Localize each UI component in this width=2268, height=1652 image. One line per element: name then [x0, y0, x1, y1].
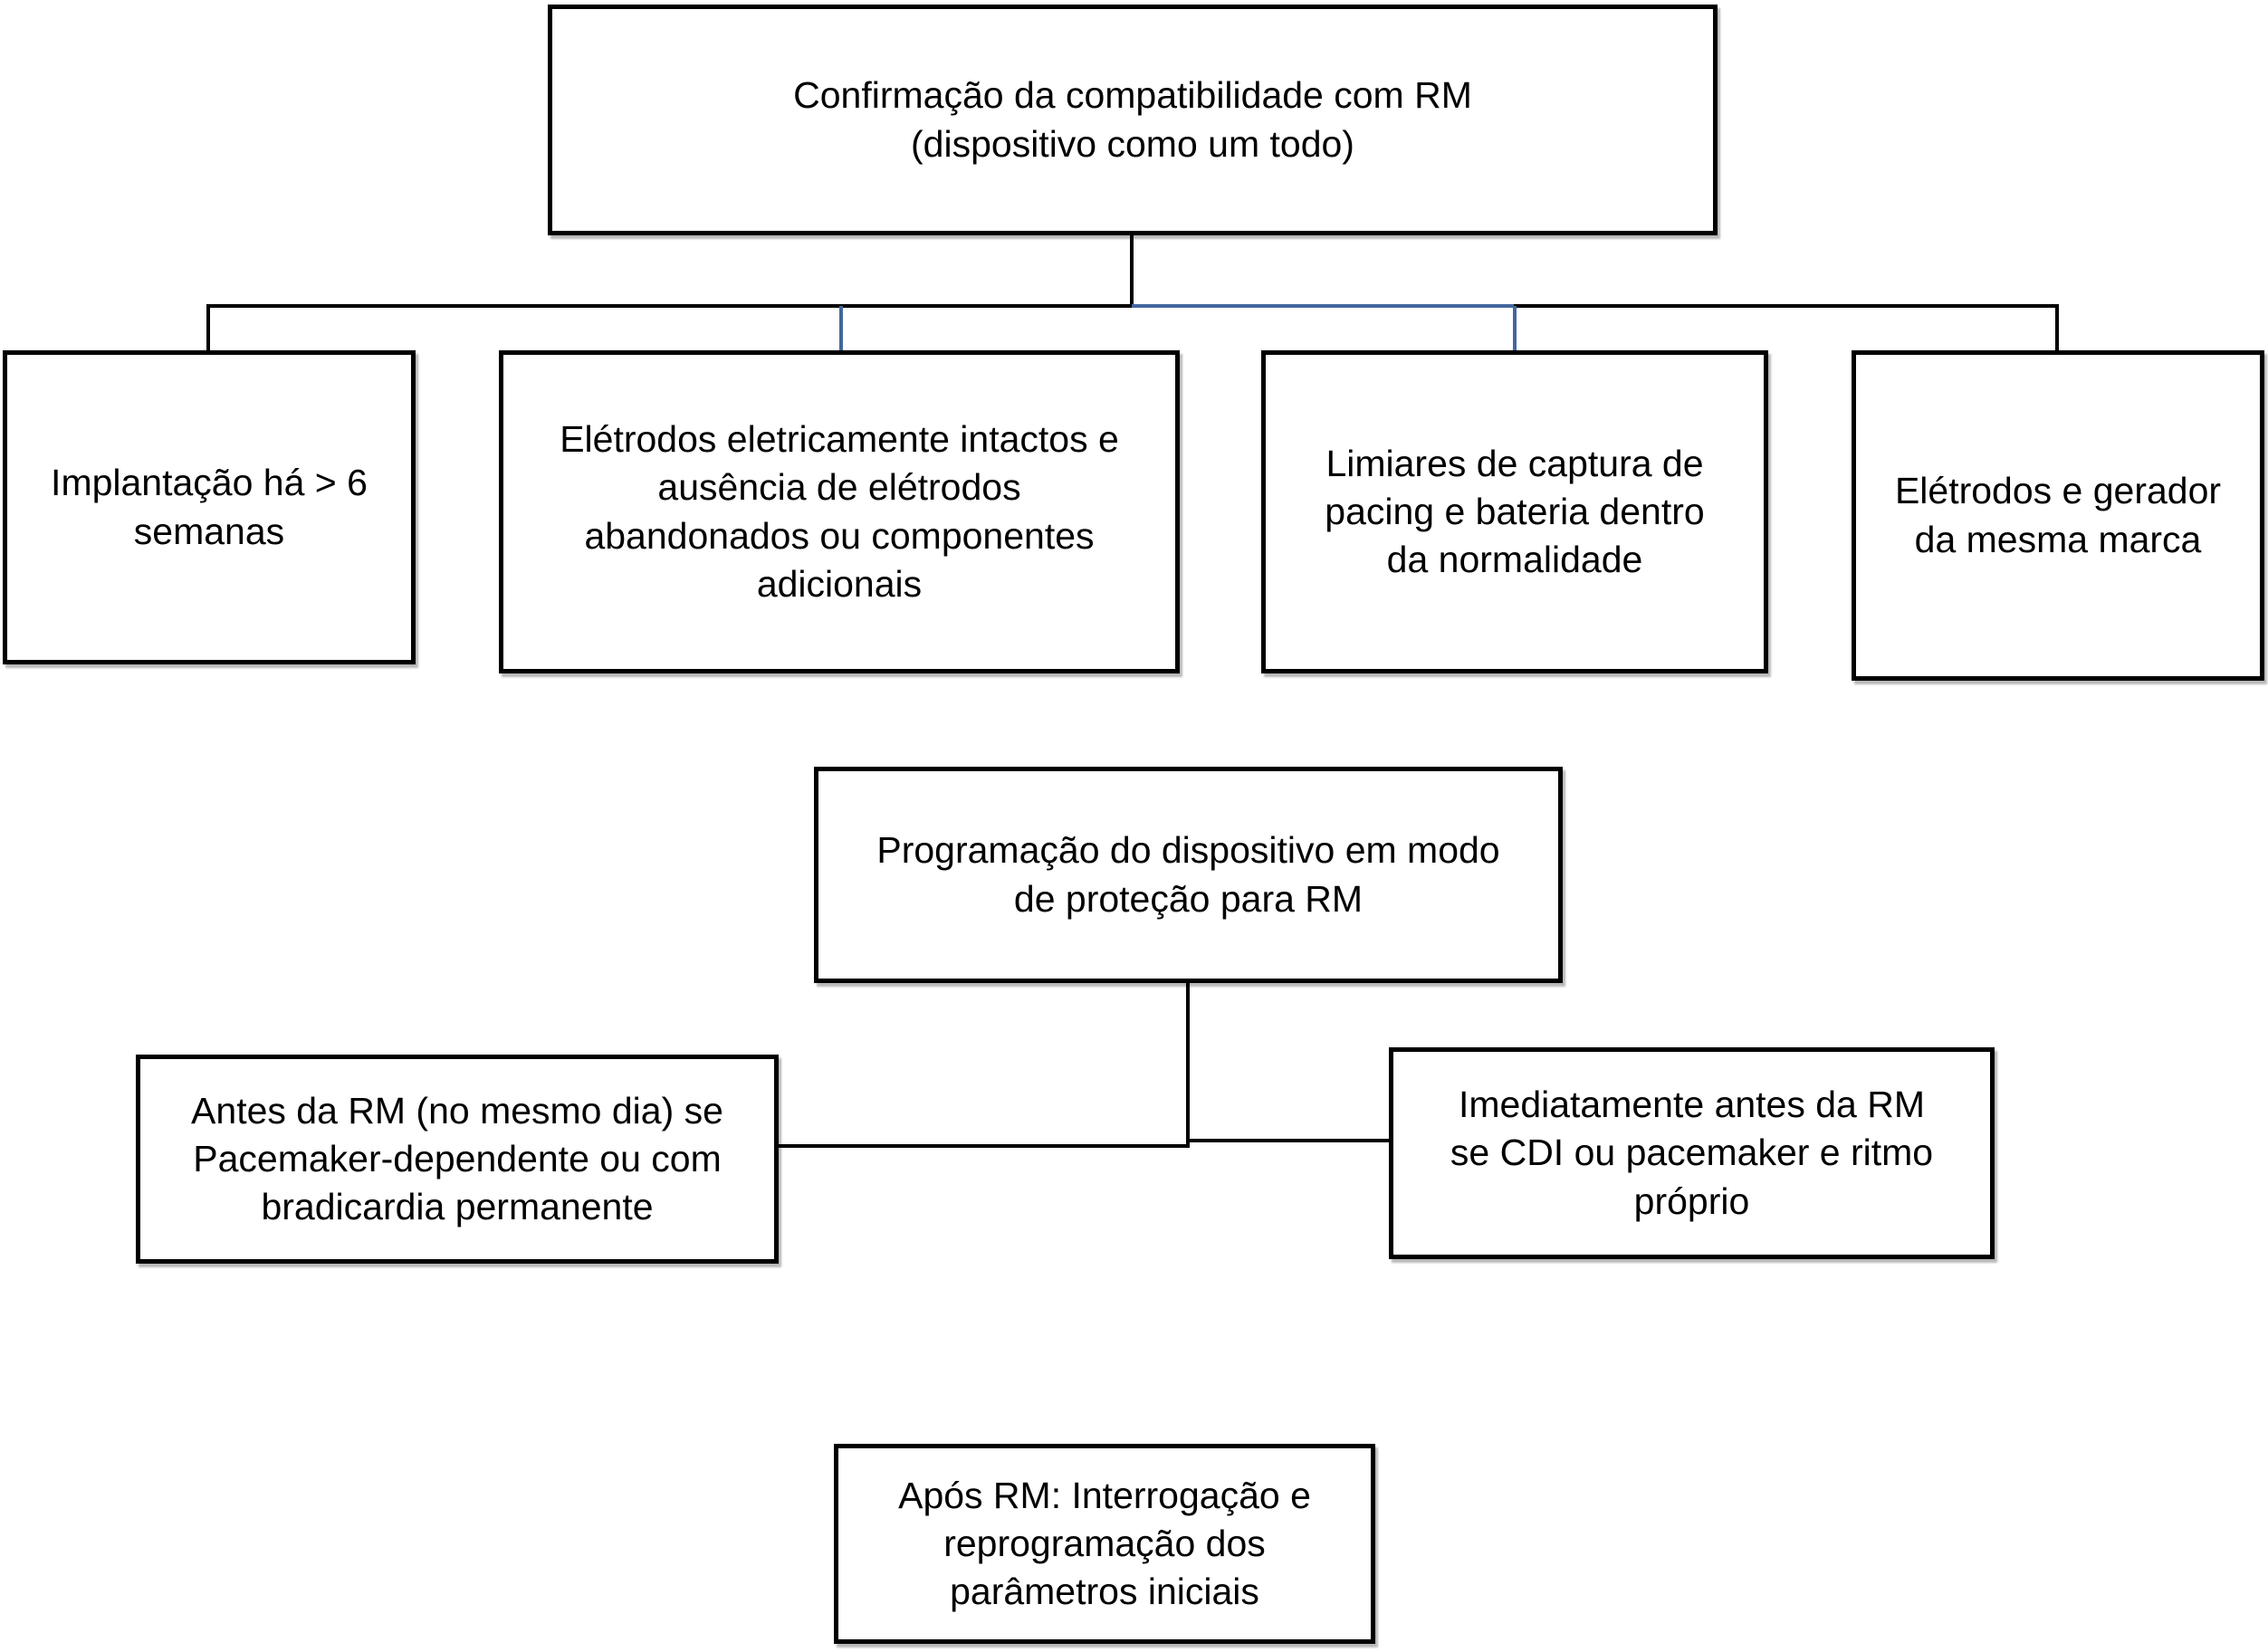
connector-drop-criteria-4 [2055, 306, 2059, 353]
node-imediatamente-antes-rm-label: Imediatamente antes da RM se CDI ou pace… [1450, 1084, 1934, 1222]
node-eletrodos-intactos: Elétrodos eletricamente intactos e ausên… [499, 350, 1180, 673]
node-confirmacao-compatibilidade-label: Confirmação da compatibilidade com RM (d… [793, 74, 1472, 165]
node-programacao-modo-protecao: Programação do dispositivo em modo de pr… [814, 767, 1563, 983]
node-limiares-captura-label: Limiares de captura de pacing e bateria … [1325, 442, 1705, 581]
node-eletrodos-gerador-marca-label: Elétrodos e gerador da mesma marca [1894, 470, 2222, 560]
node-eletrodos-intactos-label: Elétrodos eletricamente intactos e ausên… [560, 417, 1119, 605]
node-imediatamente-antes-rm: Imediatamente antes da RM se CDI ou pace… [1389, 1047, 1995, 1259]
node-apos-rm-reprogramacao: Após RM: Interrogação e reprogramação do… [834, 1444, 1375, 1644]
connector-rail-left-segment [206, 304, 1134, 308]
node-antes-rm-pacemaker-dependente-label: Antes da RM (no mesmo dia) se Pacemaker-… [191, 1089, 723, 1228]
connector-root-vertical [1130, 234, 1134, 306]
connector-timing-left-horizontal [777, 1144, 1190, 1148]
node-limiares-captura: Limiares de captura de pacing e bateria … [1261, 350, 1768, 673]
connector-programming-vertical [1186, 981, 1190, 1148]
node-eletrodos-gerador-marca: Elétrodos e gerador da mesma marca [1852, 350, 2264, 681]
connector-rail-blue-segment [1132, 304, 1516, 308]
node-antes-rm-pacemaker-dependente: Antes da RM (no mesmo dia) se Pacemaker-… [136, 1055, 779, 1264]
connector-timing-right-horizontal [1188, 1139, 1391, 1142]
connector-drop-criteria-2 [839, 306, 843, 353]
node-implantacao-6-semanas-label: Implantação há > 6 semanas [51, 462, 368, 552]
node-implantacao-6-semanas: Implantação há > 6 semanas [3, 350, 416, 664]
node-programacao-modo-protecao-label: Programação do dispositivo em modo de pr… [876, 829, 1500, 920]
connector-rail-right-segment [1514, 304, 2059, 308]
connector-drop-criteria-1 [206, 306, 210, 353]
connector-drop-criteria-3 [1513, 306, 1517, 353]
node-confirmacao-compatibilidade: Confirmação da compatibilidade com RM (d… [548, 5, 1718, 235]
node-apos-rm-reprogramacao-label: Após RM: Interrogação e reprogramação do… [898, 1474, 1311, 1613]
